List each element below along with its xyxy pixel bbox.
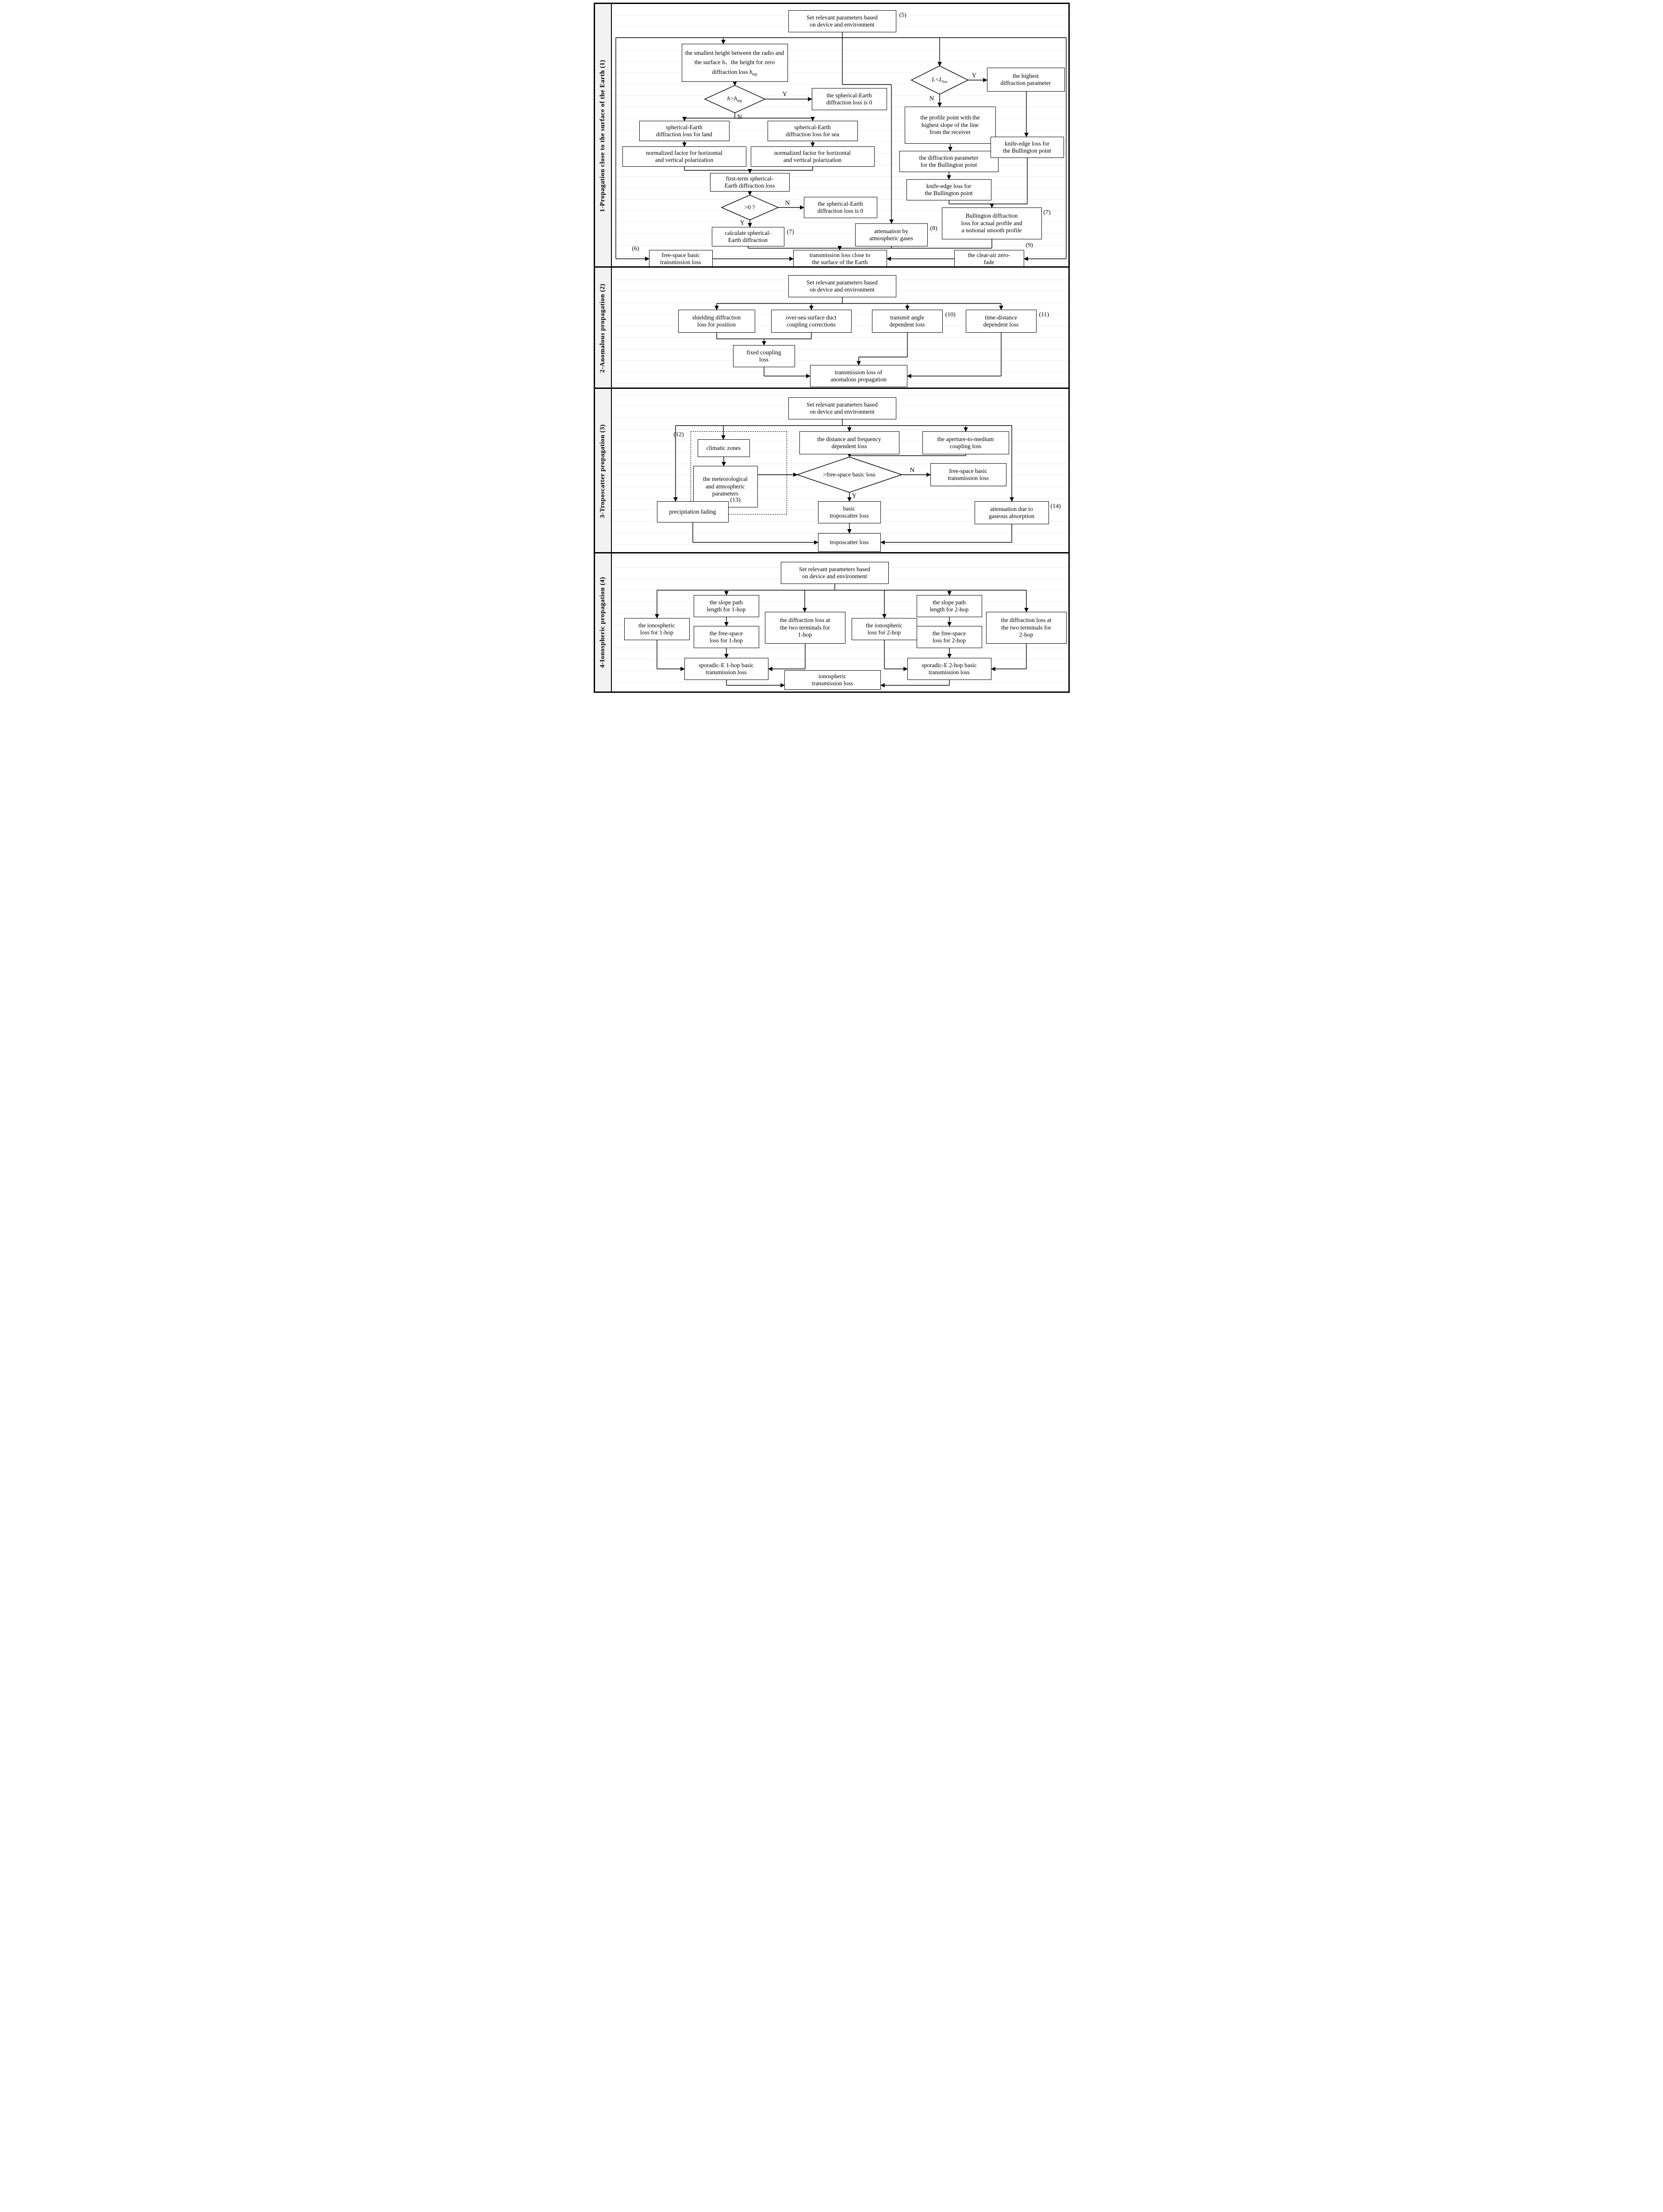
- diamond-free-space-basic: [796, 457, 903, 493]
- divider-1: [595, 266, 1068, 268]
- node-atten-gaseous: attenuation due to gaseous absorption: [974, 501, 1049, 524]
- node-clear-air-zero-fade: the clear-air zero- fade: [954, 250, 1024, 268]
- node-diffraction-2hop: the diffraction loss at the two terminal…: [986, 612, 1067, 644]
- node-set-params-1: Set relevant parameters based on device …: [788, 10, 896, 32]
- node-sporadic-e-1hop: sporadic-E 1-hop basic transmission loss: [684, 658, 768, 680]
- flowchart-page: 1-Propagation close to the surface of th…: [593, 3, 1070, 693]
- node-atten-atmospheric: attenuation by atmospheric gases: [855, 223, 928, 246]
- section-band-3: 3-Troposcatter propagation (3): [595, 389, 612, 553]
- decision-l-llos-label: L<Llos: [932, 76, 947, 84]
- node-diff-param-bullington: the diffraction parameter for the Bullin…: [899, 151, 999, 172]
- node-slope-path-1hop: the slope path length for 1-hop: [693, 595, 759, 617]
- eq-ref-7b: (7): [1043, 209, 1051, 216]
- connector-layer: [615, 32, 1067, 687]
- eq-ref-8: (8): [930, 225, 937, 232]
- node-knife-edge-left: knife-edge loss for the Bullington point: [906, 179, 991, 200]
- node-dist-freq-loss: the distance and frequency dependent los…: [799, 431, 899, 454]
- branch-no-label: N: [929, 95, 934, 102]
- eq-ref-9: (9): [1025, 242, 1033, 249]
- eq-ref-7a: (7): [787, 229, 794, 235]
- node-transmit-angle: transmit angle dependent loss: [872, 310, 943, 333]
- decision-diamonds: [703, 65, 969, 493]
- node-sph-land: spherical-Earth diffraction loss for lan…: [639, 121, 730, 141]
- branch-yes-label: Y: [782, 91, 787, 98]
- node-sph-loss-zero-top: the spherical-Earth diffraction loss is …: [811, 88, 887, 110]
- node-aperture-medium: the aperture-to-medium coupling loss: [922, 431, 1009, 454]
- eq-ref-14: (14): [1050, 503, 1061, 510]
- node-anomalous-loss: transmission loss of anomalous propagati…: [810, 365, 907, 387]
- node-sph-loss-zero-mid: the spherical-Earth diffraction loss is …: [803, 197, 877, 218]
- node-basic-troposcatter: basic troposcatter loss: [818, 501, 881, 523]
- node-oversea-duct: over-sea surface duct coupling correctio…: [771, 310, 852, 333]
- node-sph-sea: spherical-Earth diffraction loss for sea: [767, 121, 858, 141]
- diamond-l-llos: [910, 65, 969, 95]
- node-free-space-2hop: the free-space loss for 2-hop: [916, 626, 982, 648]
- node-climatic-zones: climatic zones: [697, 439, 750, 457]
- section-band-2: 2-Anomalous propagation (2): [595, 268, 612, 389]
- decision-free-space-basic-label: >free-space basic loss: [823, 471, 876, 478]
- node-slope-path-2hop: the slope path length for 2-hop: [916, 595, 982, 617]
- node-set-params-4: Set relevant parameters based on device …: [780, 562, 889, 584]
- eq-ref-11: (11): [1039, 311, 1049, 318]
- branch-no-label: N: [910, 467, 915, 474]
- node-shielding-diff: shielding diffraction loss for position: [678, 310, 755, 333]
- node-bullington-diff: Bullington diffraction loss for actual p…: [941, 207, 1042, 239]
- eq-ref-10: (10): [945, 311, 956, 318]
- diamond-gt0: [720, 195, 779, 220]
- eq-ref-6: (6): [632, 246, 639, 252]
- node-free-space-basic-1: free-space basic transmission loss: [649, 250, 713, 268]
- node-transmission-close: transmission loss close to the surface o…: [793, 250, 887, 268]
- node-set-params-3: Set relevant parameters based on device …: [788, 397, 896, 419]
- node-norm-factor-sea: normalized factor for horizontal and ver…: [750, 146, 875, 167]
- node-smallest-height: the smallest height between the radio an…: [681, 44, 788, 82]
- node-ionospheric-2hop: the ionospheric loss for 2-hop: [851, 618, 917, 640]
- node-time-distance: time-distance dependent loss: [965, 310, 1037, 333]
- node-meteo-params: the meteorological and atmospheric param…: [693, 466, 758, 507]
- node-sporadic-e-2hop: sporadic-E 2-hop basic transmission loss: [907, 658, 991, 680]
- node-diffraction-1hop: the diffraction loss at the two terminal…: [764, 612, 845, 644]
- node-knife-edge-right: knife-edge loss for the Bullington point: [990, 137, 1064, 158]
- node-highest-diff-param: the highest diffraction parameter: [987, 68, 1065, 92]
- node-first-term: first-term spherical- Earth diffraction …: [710, 173, 790, 192]
- node-ionospheric-1hop: the ionospheric loss for 1-hop: [624, 618, 690, 640]
- branch-yes-label: Y: [972, 72, 977, 79]
- section-band-4: 4-Ionospheric propagation (4): [595, 553, 612, 691]
- node-free-space-basic-3: free-space basic transmission loss: [930, 463, 1006, 486]
- node-precipitation-fading: precipitation fading: [657, 501, 729, 522]
- eq-ref-5: (5): [899, 12, 906, 19]
- branch-no-label: N: [785, 200, 790, 207]
- divider-3: [595, 552, 1068, 553]
- section-band-1: 1-Propagation close to the surface of th…: [595, 4, 612, 268]
- connector-arrows: [644, 40, 1029, 687]
- connector-lines: [615, 32, 1067, 686]
- branch-no-label: N: [737, 114, 742, 121]
- divider-2: [595, 388, 1068, 389]
- node-profile-point: the profile point with the highest slope…: [904, 107, 996, 144]
- node-norm-factor-land: normalized factor for horizontal and ver…: [622, 146, 746, 167]
- climatic-group-box: [690, 431, 787, 515]
- node-ionospheric-transmission: ionospheric transmission loss: [784, 670, 881, 690]
- decision-h-htep-label: h>htep: [727, 95, 742, 103]
- node-troposcatter-loss: troposcatter loss: [818, 533, 881, 552]
- node-fixed-coupling: fixed coupling loss: [733, 345, 795, 367]
- decision-gt0-label: >0 ?: [744, 204, 755, 211]
- branch-yes-label: Y: [740, 219, 745, 227]
- node-calc-spherical: calculate spherical- Earth diffraction: [711, 227, 784, 246]
- branch-yes-label: Y: [852, 492, 857, 499]
- diamond-h-htep: [703, 85, 766, 113]
- node-free-space-1hop: the free-space loss for 1-hop: [693, 626, 759, 648]
- eq-ref-13: (13): [730, 497, 741, 503]
- eq-ref-12: (12): [673, 431, 684, 438]
- node-set-params-2: Set relevant parameters based on device …: [788, 275, 896, 297]
